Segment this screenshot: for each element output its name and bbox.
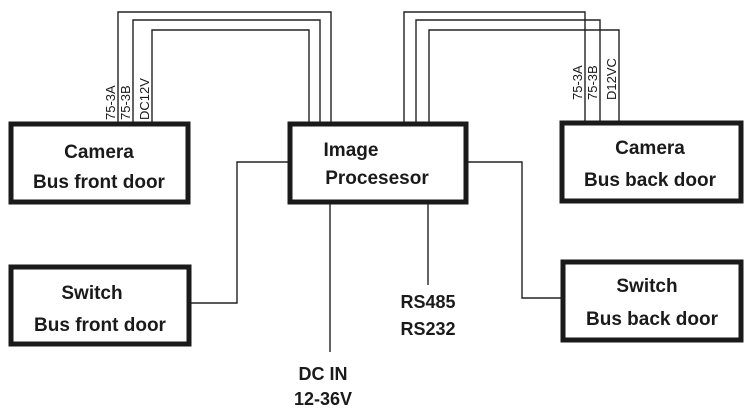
wire-label-dc12v-front: DC12V [137, 78, 152, 120]
power-voltage-label: 12-36V [294, 389, 352, 409]
switch-back-block: Switch Bus back door [560, 259, 744, 343]
wire-75-3a-back [403, 11, 586, 124]
camera-back-block: Camera Bus back door [559, 120, 744, 204]
wire-switch-back [466, 161, 562, 299]
wire-label-75-3a-back: 75-3A [570, 65, 585, 100]
switch-back-sublabel: Bus back door [586, 309, 719, 330]
wire-label-75-3b-back: 75-3B [585, 65, 600, 100]
camera-front-label: Camera [64, 142, 134, 163]
wire-d12vc-back [428, 29, 620, 124]
camera-back-label: Camera [615, 138, 685, 159]
switch-back-label: Switch [616, 276, 677, 297]
wire-label-75-3a-front: 75-3A [103, 85, 118, 120]
power-dc-in-label: DC IN [299, 364, 348, 384]
wire-dc12v-front [151, 29, 310, 124]
wire-75-3a-front [117, 11, 332, 124]
switch-front-sublabel: Bus front door [34, 315, 167, 336]
wire-label-d12vc-back: D12VC [604, 58, 619, 100]
image-processor-block: Image Procesesor [287, 121, 469, 205]
connections [191, 161, 562, 352]
camera-back-sublabel: Bus back door [584, 170, 717, 191]
front-camera-cable-bundle [117, 11, 332, 124]
switch-front-block: Switch Bus front door [8, 264, 192, 347]
wire-75-3b-front [132, 19, 321, 124]
serial-rs232-label: RS232 [400, 319, 455, 339]
wire-label-75-3b-front: 75-3B [118, 85, 133, 120]
serial-rs485-label: RS485 [400, 292, 455, 312]
camera-front-block: Camera Bus front door [8, 121, 191, 205]
wire-switch-front [191, 161, 290, 304]
image-processor-sublabel: Procesesor [325, 168, 429, 189]
back-camera-cable-bundle [403, 11, 620, 124]
camera-front-sublabel: Bus front door [33, 172, 166, 193]
wire-75-3b-back [415, 19, 601, 124]
switch-front-label: Switch [61, 283, 122, 304]
image-processor-label: Image [324, 140, 379, 161]
